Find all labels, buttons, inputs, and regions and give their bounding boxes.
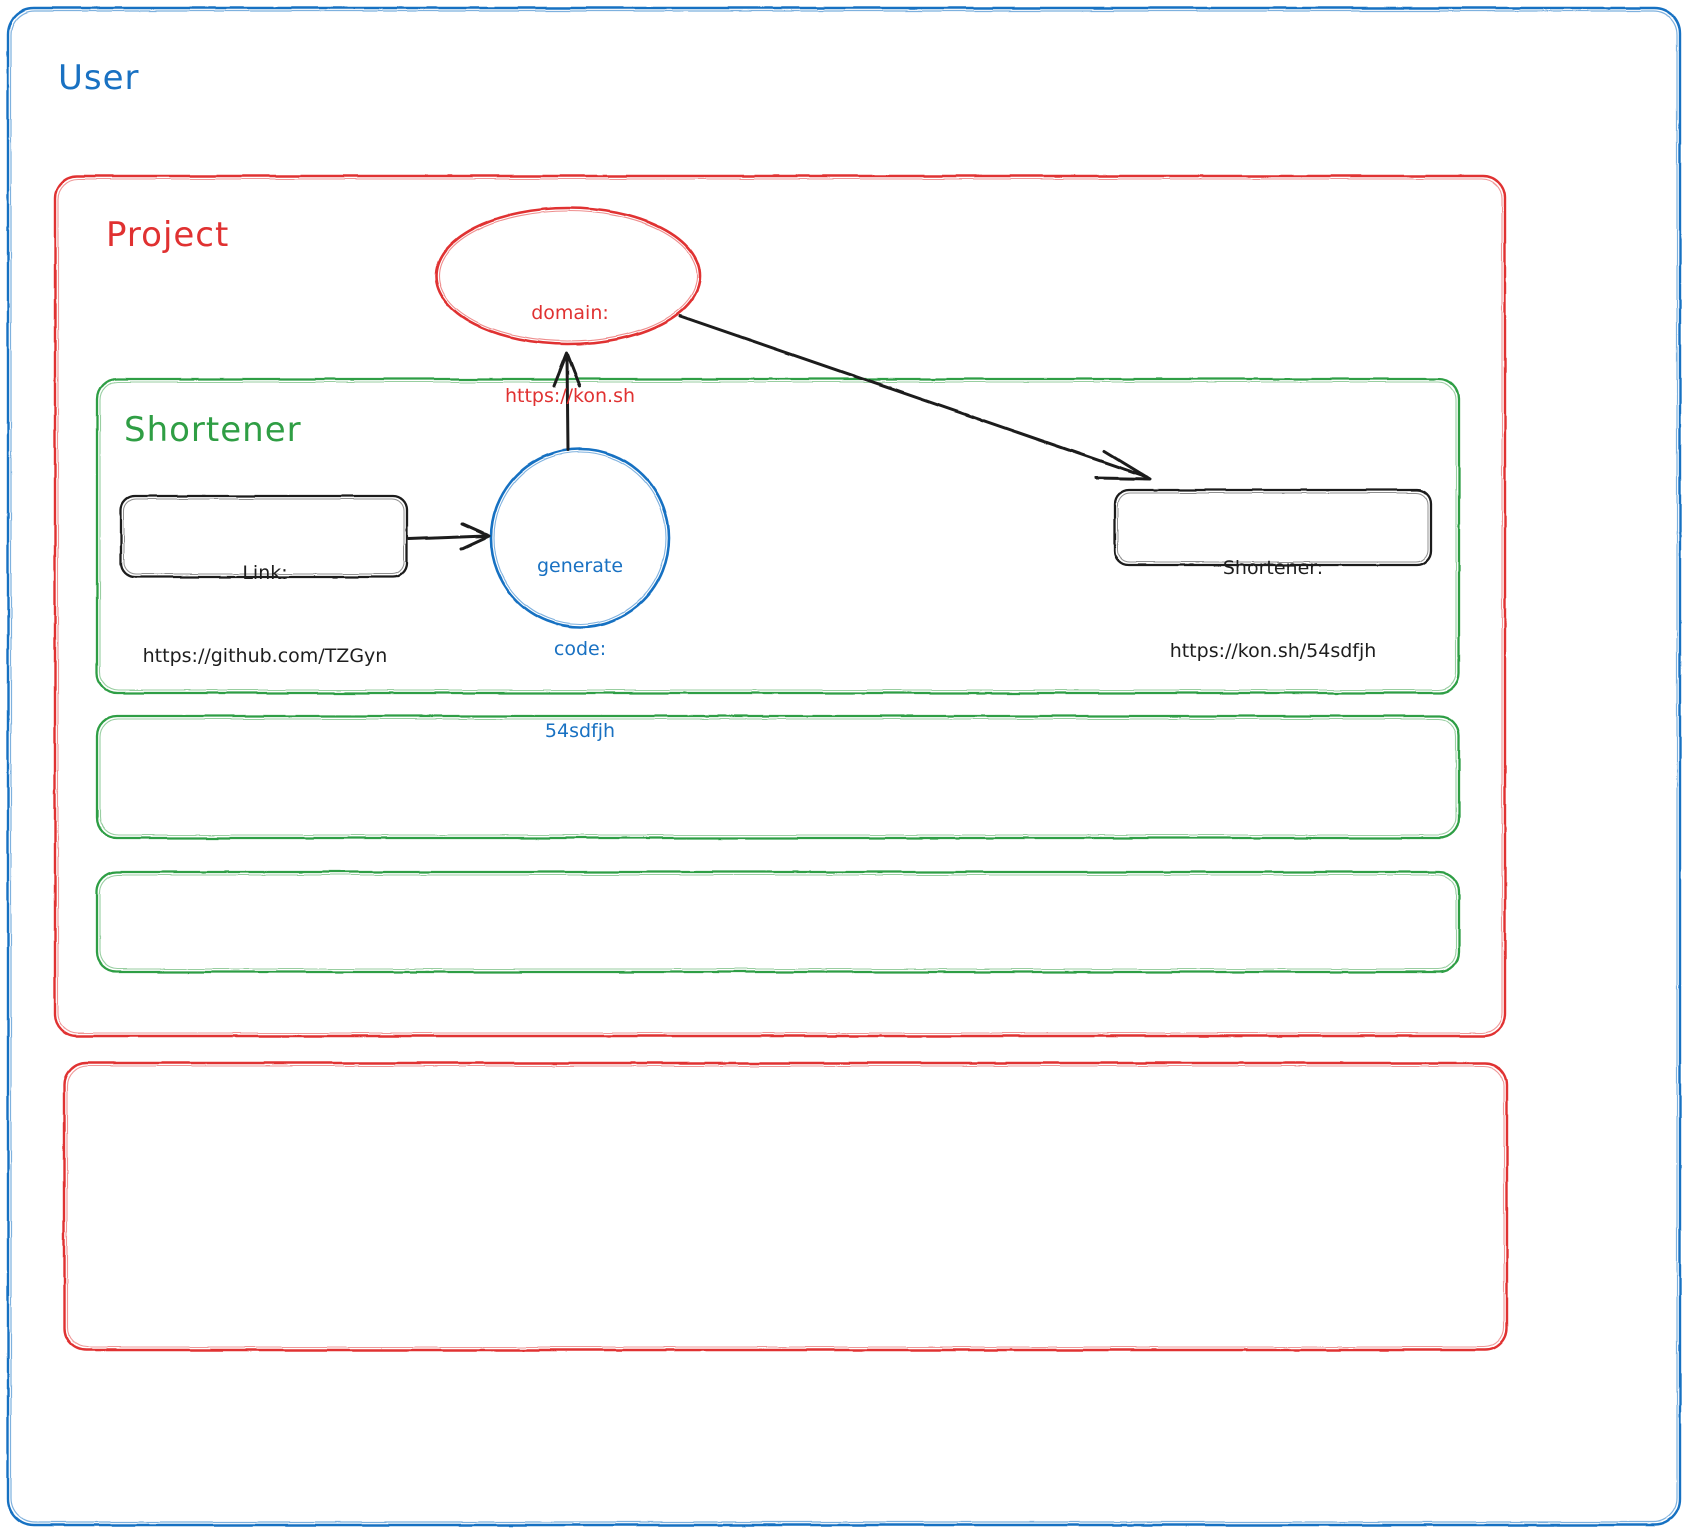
frame-project[interactable] bbox=[53, 174, 1507, 1038]
edge-generate-to-domain bbox=[552, 351, 582, 452]
node-generate-code[interactable] bbox=[489, 447, 671, 629]
frame-shortener-empty-3[interactable] bbox=[95, 870, 1461, 974]
frame-shortener-empty-2[interactable] bbox=[95, 714, 1461, 840]
frame-project-empty-2[interactable] bbox=[62, 1061, 1509, 1352]
node-shortener-result[interactable] bbox=[1113, 488, 1433, 567]
node-link[interactable] bbox=[119, 494, 409, 579]
node-domain[interactable] bbox=[434, 206, 702, 346]
frame-user[interactable] bbox=[6, 6, 1682, 1527]
edge-domain-to-result bbox=[678, 314, 1152, 481]
frame-shortener[interactable] bbox=[95, 377, 1461, 695]
edge-link-to-generate bbox=[407, 522, 491, 551]
